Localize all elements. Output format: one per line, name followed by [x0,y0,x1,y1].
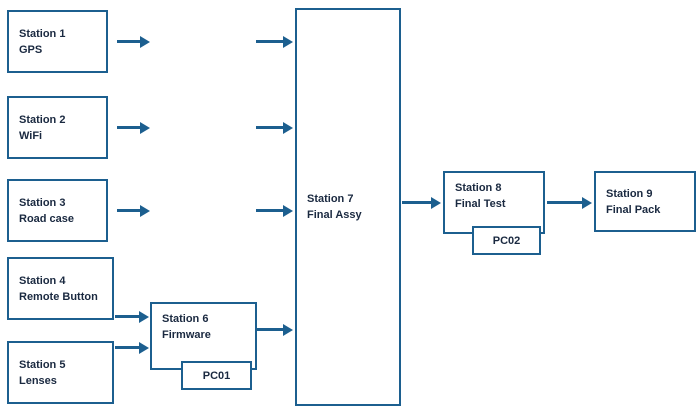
arrow-station4-to-station6 [115,315,139,318]
node-subtitle: Firmware [162,329,211,341]
node-subtitle: Road case [19,212,75,225]
arrow-station2-to-station7 [256,126,283,129]
arrow-station1-segment1 [117,40,140,43]
node-station4: Station 4 Remote Button [7,257,114,320]
node-pc01: PC01 [181,361,252,390]
node-label: PC02 [492,234,521,247]
node-station6: Station 6 Firmware [150,302,257,370]
arrow-station5-to-station6 [115,346,139,349]
node-subtitle: GPS [19,43,43,56]
arrow-station1-to-station7 [256,40,283,43]
node-title: Station 1 [19,27,66,40]
arrow-station2-segment1 [117,126,140,129]
node-subtitle: WiFi [19,129,43,142]
node-station2: Station 2 WiFi [7,96,108,159]
node-subtitle: Final Test [455,197,506,210]
arrow-station3-segment1 [117,209,140,212]
node-title: Station 7 [307,193,354,205]
node-title: Station 8 [455,181,502,194]
node-label: PC01 [202,369,231,382]
node-pc02: PC02 [472,226,541,255]
node-station5: Station 5 Lenses [7,341,114,404]
node-subtitle: Final Assy [307,209,362,221]
node-title: Station 5 [19,358,66,371]
node-station7: Station 7 Final Assy [295,8,401,406]
node-title: Station 6 [162,313,209,325]
arrow-station3-to-station7 [256,209,283,212]
node-subtitle: Lenses [19,374,57,387]
node-title: Station 9 [606,187,653,200]
node-subtitle: Final Pack [606,203,661,216]
node-title: Station 2 [19,113,66,126]
node-station8: Station 8 Final Test [443,171,545,234]
arrow-station6-to-station7 [257,328,283,331]
node-station1: Station 1 GPS [7,10,108,73]
node-title: Station 4 [19,274,66,287]
node-subtitle: Remote Button [19,290,98,303]
node-station9: Station 9 Final Pack [594,171,696,232]
arrow-station8-to-station9 [547,201,582,204]
node-station3: Station 3 Road case [7,179,108,242]
node-title: Station 3 [19,196,66,209]
arrow-station7-to-station8 [402,201,431,204]
